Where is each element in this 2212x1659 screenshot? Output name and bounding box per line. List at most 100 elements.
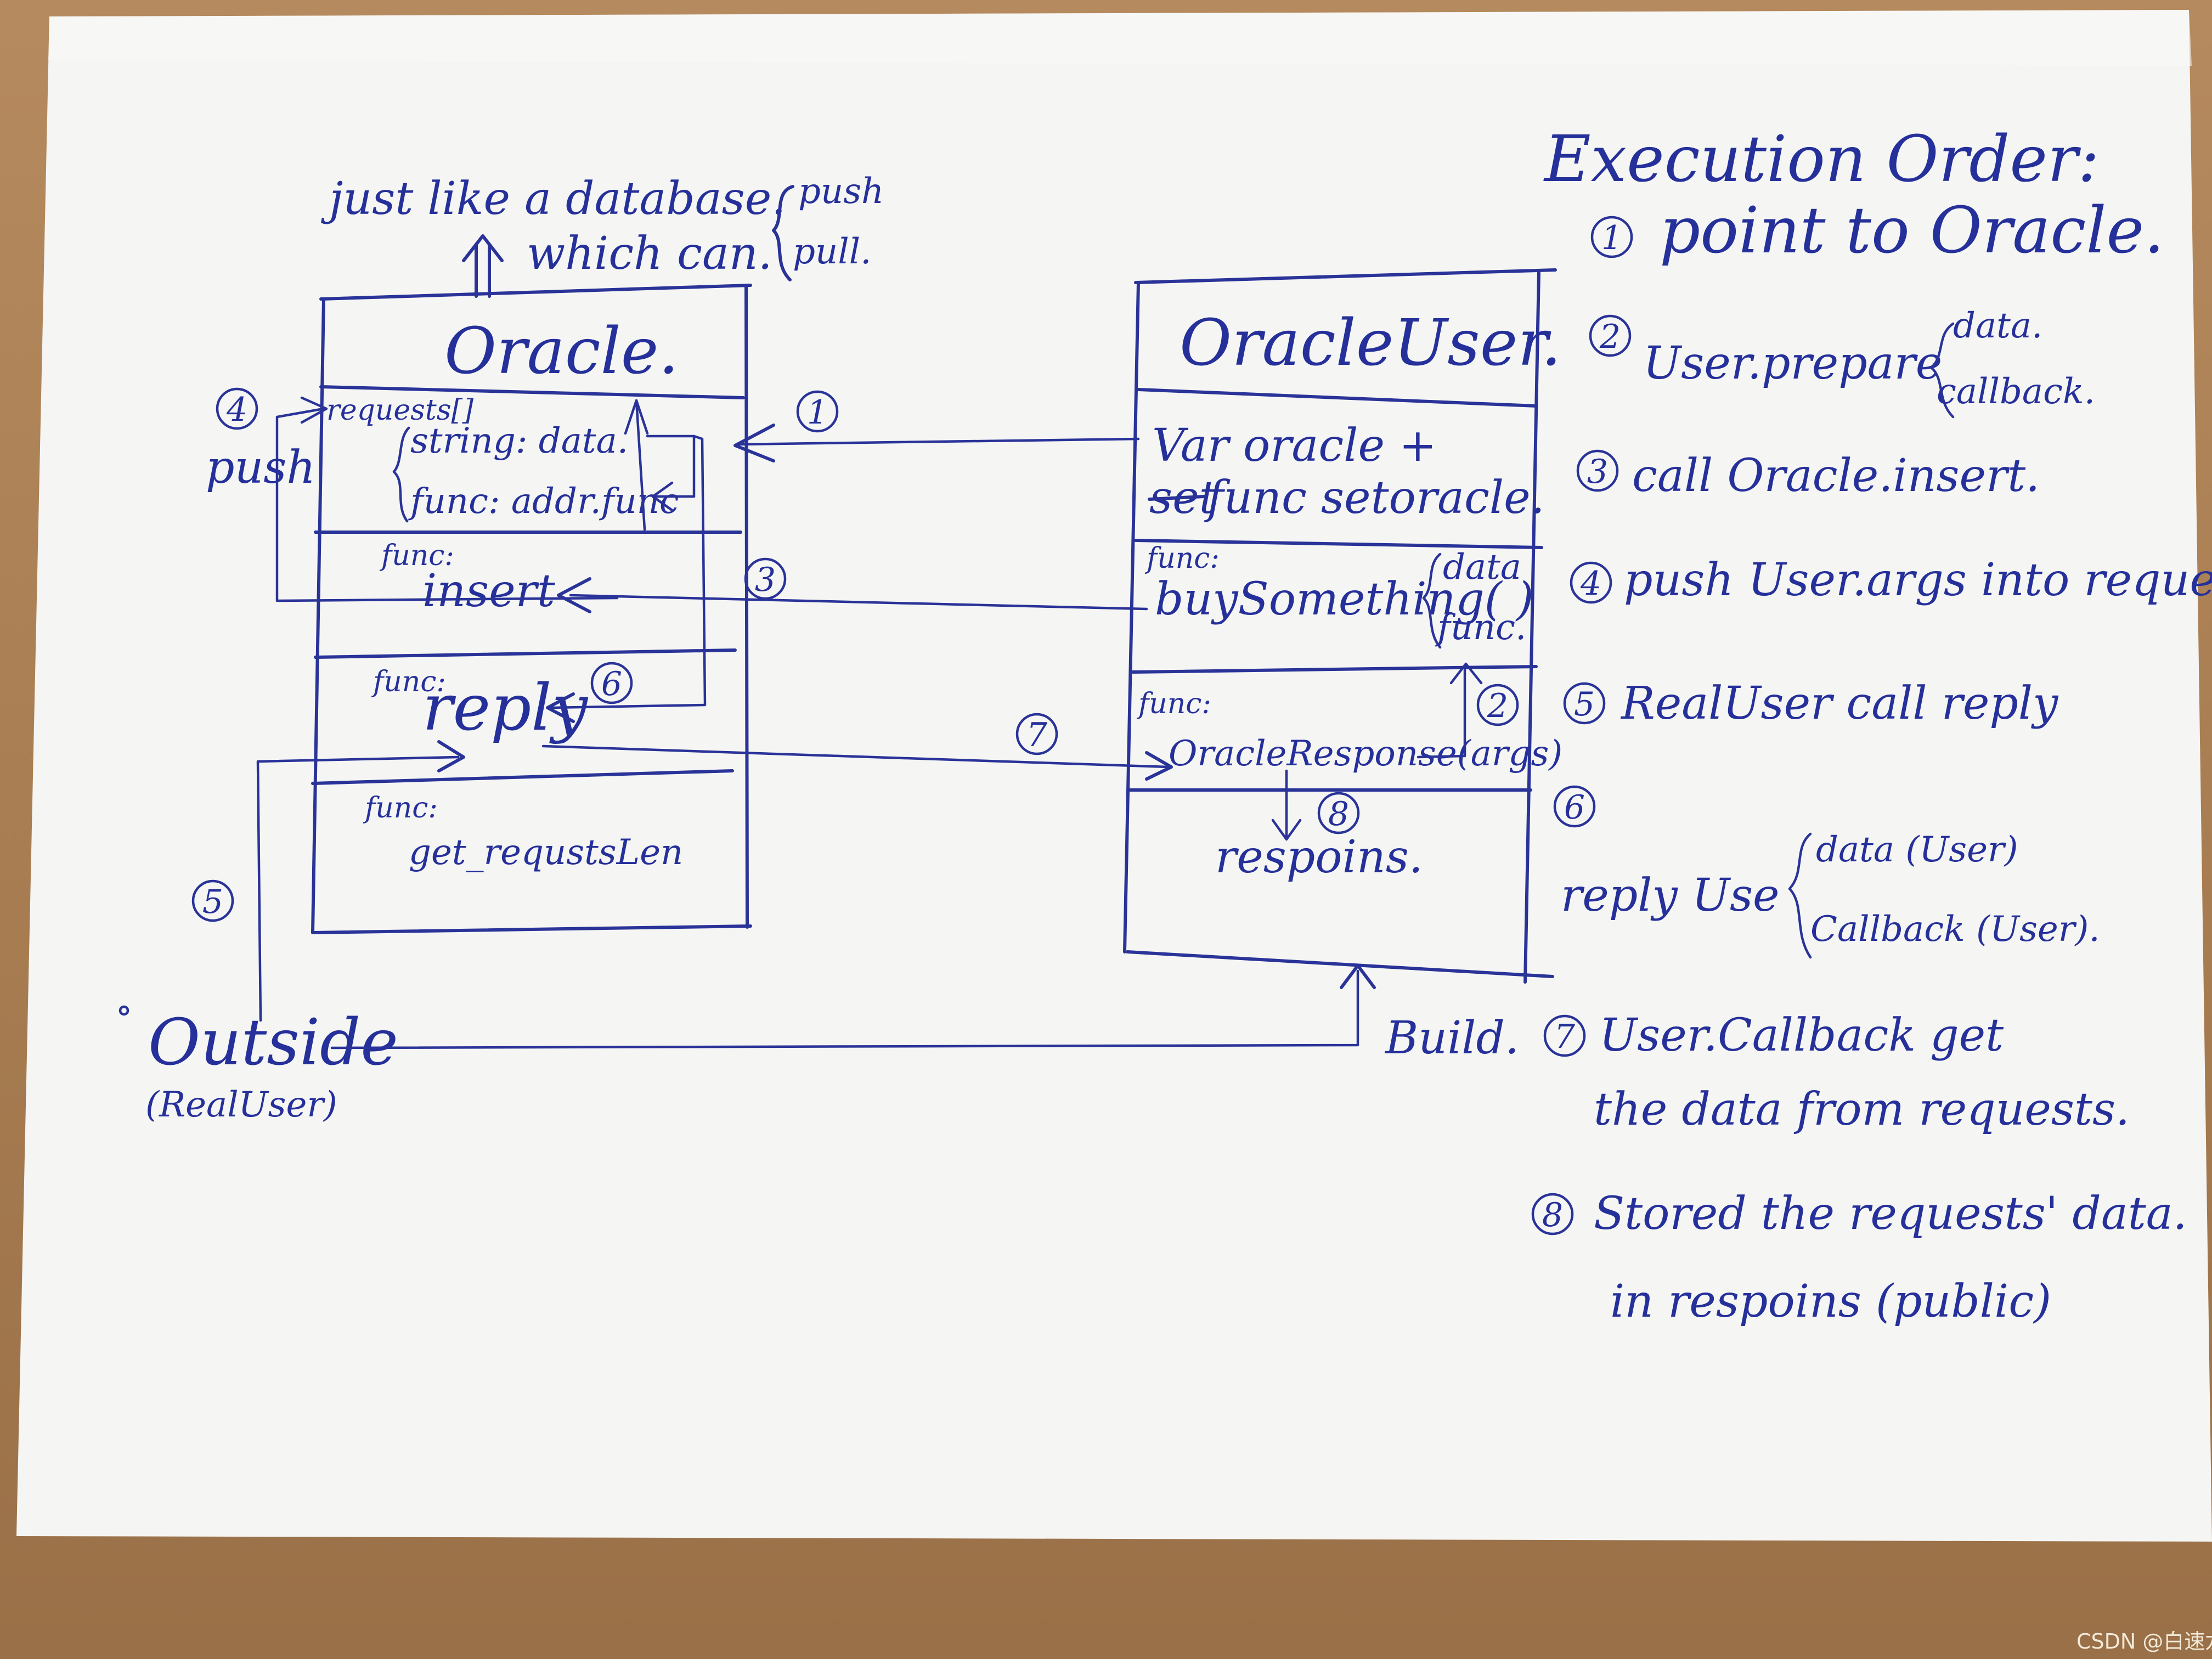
user-buy: buySomething( ): [1155, 573, 1534, 625]
oracle-insert: insert: [422, 565, 556, 617]
step7-arrowhead: [1145, 751, 1173, 781]
exec-title: Execution Order:: [1543, 122, 2100, 196]
note-opt-pull: pull.: [793, 232, 871, 272]
step5-arrowhead: [437, 740, 465, 772]
svg-text:the data from requests.: the data from requests.: [1594, 1084, 2130, 1136]
marker-7: 7: [1015, 713, 1058, 755]
svg-text:2: 2: [1599, 318, 1621, 356]
step5-line: [256, 755, 460, 1022]
svg-text:point to Oracle.: point to Oracle.: [1660, 194, 2164, 268]
build-label: Build.: [1384, 1012, 1519, 1064]
reply-loop-line: [547, 435, 707, 709]
svg-text:call Oracle.insert.: call Oracle.insert.: [1632, 450, 2040, 502]
build-line: [330, 969, 1359, 1049]
step1-line: [736, 437, 1140, 446]
oracle-inner-line: [635, 399, 646, 531]
note-line1: just like a database.: [321, 173, 786, 225]
build-arrowhead: [1340, 964, 1376, 989]
strike-line: [1148, 495, 1206, 501]
oracle-inner-arrowhead: [624, 399, 649, 435]
step1-arrowhead: [733, 424, 775, 462]
oracle-field-func: func: addr.func: [408, 481, 679, 522]
svg-text:7: 7: [1026, 716, 1048, 754]
svg-text:data.: data.: [1953, 306, 2042, 346]
push-label: push: [206, 442, 315, 494]
step7-line: [541, 744, 1170, 769]
oracle-box: [311, 284, 752, 934]
oracle-len: get_requstsLen: [409, 832, 683, 873]
marker-4: 4: [216, 387, 258, 430]
marker-6: 6: [590, 662, 633, 704]
user-var: Var oracle +: [1152, 420, 1437, 472]
exec-step-8: 8 Stored the requests' data. in respoins…: [1531, 1188, 2187, 1328]
svg-text:2: 2: [1487, 687, 1508, 725]
svg-text:6: 6: [1564, 788, 1585, 827]
user-resp-kw: func:: [1136, 687, 1211, 720]
marker-1: 1: [796, 390, 839, 433]
svg-text:1: 1: [807, 393, 828, 432]
exec-step-5: 5 RealUser call reply: [1563, 678, 2059, 730]
svg-text:8: 8: [1328, 795, 1349, 833]
paper-highlight: [48, 10, 2192, 66]
push-loop-line: [275, 407, 619, 602]
watermark: CSDN @白速龙王的回眸: [2076, 1629, 2212, 1654]
svg-text:User.prepare: User.prepare: [1643, 337, 1942, 390]
svg-text:4: 4: [1580, 565, 1601, 603]
marker-8: 8: [1317, 792, 1360, 834]
svg-text:4: 4: [226, 391, 247, 429]
oracle-requests: requests[]: [326, 394, 474, 427]
push-arrowhead: [300, 396, 328, 424]
svg-text:in respoins (public): in respoins (public): [1610, 1276, 2051, 1328]
svg-text:5: 5: [202, 883, 223, 921]
exec-step-1: 1 point to Oracle.: [1590, 194, 2164, 268]
marker-2: 2: [1476, 684, 1519, 726]
step3-arrowhead: [557, 577, 591, 613]
func-left-arrow: [651, 481, 696, 512]
user-buy-arg-data: data: [1443, 547, 1521, 588]
user-setter: func setoracle.: [1204, 472, 1545, 524]
svg-text:Stored the requests' data.: Stored the requests' data.: [1594, 1188, 2187, 1240]
oracle-user-title: OracleUser.: [1180, 306, 1561, 380]
svg-text:callback.: callback.: [1937, 371, 2095, 412]
exec-step-4: 4 push User.args into requests.: [1570, 554, 2212, 606]
svg-text:push User.args into requests.: push User.args into requests.: [1624, 554, 2212, 606]
svg-text:5: 5: [1574, 685, 1595, 724]
step3-line: [569, 594, 1148, 611]
exec-step-2: 2 User.prepare data. callback.: [1589, 306, 2095, 419]
oracle-insert-kw: func:: [379, 539, 454, 572]
outside-name: Outside: [148, 1006, 398, 1080]
exec-step-7: 7 User.Callback get the data from reques…: [1543, 1009, 2130, 1136]
svg-text:6: 6: [601, 665, 622, 703]
svg-text:3: 3: [1587, 453, 1608, 491]
svg-text:Callback (User).: Callback (User).: [1810, 909, 2100, 950]
note-line2: which can.: [527, 228, 772, 280]
resp-down-arrow: [1271, 769, 1302, 841]
svg-text:7: 7: [1554, 1018, 1576, 1056]
user-resp: OracleResponse(args): [1169, 733, 1562, 774]
oracle-reply-kw: func:: [371, 665, 446, 698]
svg-text:8: 8: [1542, 1196, 1563, 1234]
note-brace: [772, 185, 794, 281]
dot-mark: [119, 1005, 129, 1016]
marker-3: 3: [744, 557, 787, 600]
user-buy-arg-func: func.: [1435, 607, 1526, 648]
requests-brace: [392, 426, 410, 523]
svg-text:1: 1: [1601, 219, 1622, 257]
svg-text:data (User): data (User): [1816, 830, 2018, 870]
exec-step-3: 3 call Oracle.insert.: [1576, 449, 2040, 502]
buy-brace: [1422, 552, 1442, 649]
svg-text:3: 3: [755, 561, 776, 599]
oracle-title: Oracle.: [444, 314, 679, 388]
marker-5: 5: [191, 879, 234, 922]
note-opt-push: push: [798, 171, 884, 212]
exec-step-6: 6 reply Use data (User) Callback (User).: [1553, 785, 2100, 959]
step2-arrow: [1417, 662, 1483, 759]
oracle-len-kw: func:: [363, 792, 438, 825]
svg-text:reply Use: reply Use: [1561, 870, 1780, 922]
oracle-field-data: string: data.: [410, 421, 628, 461]
svg-text:User.Callback get: User.Callback get: [1599, 1009, 2004, 1062]
outside-sub: (RealUser): [145, 1085, 337, 1125]
svg-text:RealUser call reply: RealUser call reply: [1620, 678, 2059, 730]
up-arrow-icon: [462, 234, 504, 298]
